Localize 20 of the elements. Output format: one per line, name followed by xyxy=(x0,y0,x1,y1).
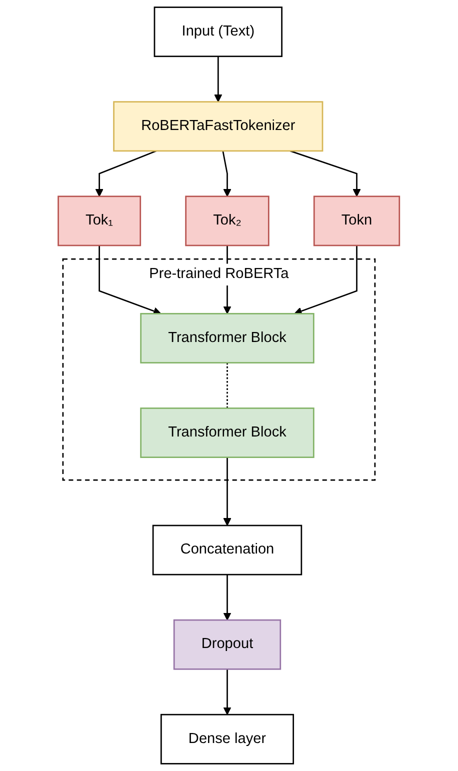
arrow xyxy=(223,574,232,620)
node-box: Input (Text) xyxy=(154,6,283,58)
arrow xyxy=(95,150,157,197)
arrow xyxy=(294,246,358,315)
node-box: Transformer Block xyxy=(140,313,314,364)
arrow xyxy=(222,150,232,197)
arrow xyxy=(223,457,232,526)
node-box: Concatenation xyxy=(152,524,302,576)
node-box: Tok₁ xyxy=(58,196,142,246)
node-box: RoBERTaFastTokenizer xyxy=(113,101,324,152)
node-box: Transformer Block xyxy=(140,408,314,458)
arrow xyxy=(290,150,361,197)
node-box: Tokn xyxy=(314,196,400,246)
node-box: Tok₂ xyxy=(185,196,270,246)
node-box: Dropout xyxy=(174,619,282,670)
arrow xyxy=(214,56,222,102)
arrow xyxy=(223,669,232,715)
node-box: Dense layer xyxy=(160,714,294,764)
connector xyxy=(226,362,228,408)
arrow xyxy=(98,246,162,315)
